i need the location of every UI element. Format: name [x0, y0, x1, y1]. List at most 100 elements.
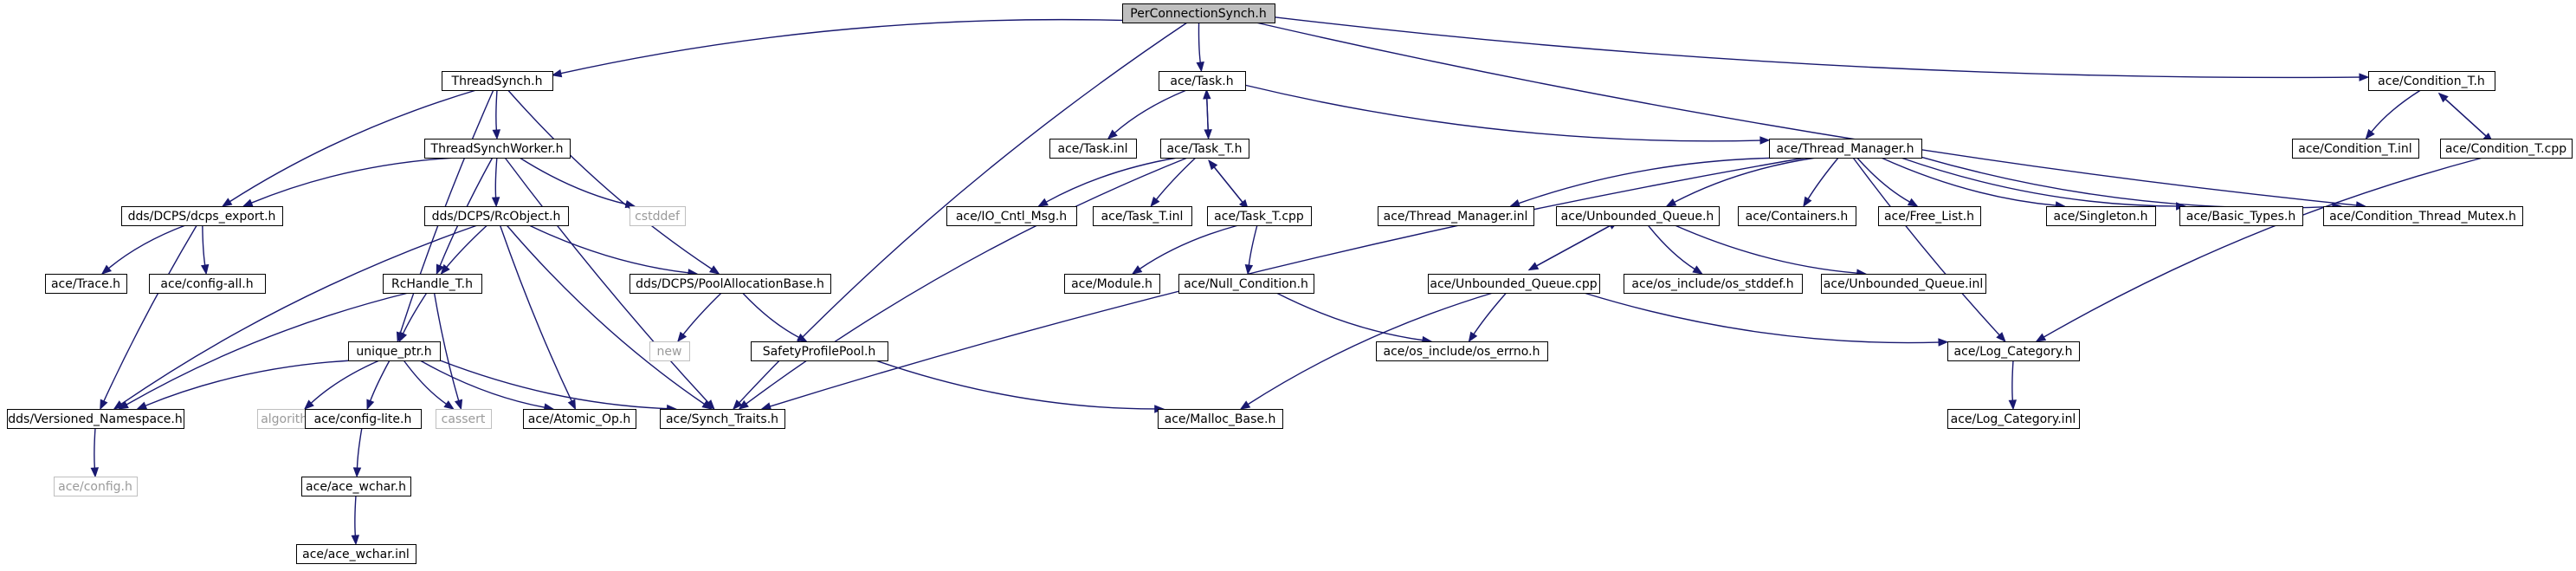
node-box — [305, 409, 422, 429]
edge-line — [1213, 166, 1249, 210]
node-trace[interactable]: ace/Trace.h — [45, 274, 127, 294]
edge-unique_ptr-to-atomic_op — [419, 360, 555, 412]
node-box — [149, 274, 266, 294]
node-task-t-h[interactable]: ace/Task_T.h — [1160, 139, 1249, 159]
node-null-cond[interactable]: ace/Null_Condition.h — [1178, 274, 1314, 294]
edge-line — [519, 157, 627, 205]
edge-line — [1528, 224, 1611, 271]
node-tm-inl[interactable]: ace/Thread_Manager.inl — [1378, 206, 1534, 226]
node-config-all[interactable]: ace/config-all.h — [149, 274, 266, 294]
node-rcobject[interactable]: dds/DCPS/RcObject.h — [424, 206, 569, 226]
node-containers[interactable]: ace/Containers.h — [1738, 206, 1856, 226]
node-module[interactable]: ace/Module.h — [1064, 274, 1160, 294]
node-cond-t-cpp[interactable]: ace/Condition_T.cpp — [2440, 139, 2573, 159]
node-label: ace/Condition_Thread_Mutex.h — [2329, 210, 2516, 224]
edge-line — [1674, 157, 1817, 204]
node-box — [348, 341, 441, 361]
edge-task_t_h-to-iocntl — [1037, 157, 1178, 207]
edge-arrowhead — [351, 535, 360, 546]
node-box — [629, 274, 831, 294]
edge-arrowhead — [1107, 129, 1118, 140]
edge-line — [251, 157, 455, 204]
edge-threadsynch-to-dcps_export — [221, 89, 477, 207]
node-ace-wchar-h[interactable]: ace/ace_wchar.h — [301, 477, 411, 496]
node-malloc-base[interactable]: ace/Malloc_Base.h — [1158, 409, 1283, 429]
node-cond-t-h[interactable]: ace/Condition_T.h — [2368, 71, 2495, 91]
node-unb-q-inl[interactable]: ace/Unbounded_Queue.inl — [1821, 274, 1986, 294]
edge-line — [507, 89, 713, 270]
node-box — [1769, 139, 1922, 159]
edge-unb_q_h-to-os_stddef — [1647, 224, 1703, 275]
edge-arrowhead — [701, 400, 713, 410]
edge-arrowhead — [118, 400, 129, 410]
edge-line — [495, 89, 498, 131]
node-label: ace/Task_T.cpp — [1214, 210, 1304, 224]
node-ace-wchar-inl[interactable]: ace/ace_wchar.inl — [296, 544, 416, 564]
edge-arrowhead — [733, 399, 743, 410]
edge-arrowhead — [1239, 400, 1251, 410]
edge-arrowhead — [708, 265, 720, 275]
node-poolalloc[interactable]: dds/DCPS/PoolAllocationBase.h — [629, 274, 831, 294]
node-os-stddef[interactable]: ace/os_include/os_stddef.h — [1624, 274, 1803, 294]
node-ctm[interactable]: ace/Condition_Thread_Mutex.h — [2323, 206, 2523, 226]
node-rchandle[interactable]: RcHandle_T.h — [383, 274, 482, 294]
edge-arrowhead — [200, 263, 210, 276]
node-unb-q-h[interactable]: ace/Unbounded_Queue.h — [1556, 206, 1720, 226]
node-label: ace/Trace.h — [51, 277, 120, 291]
node-log-cat-inl[interactable]: ace/Log_Category.inl — [1947, 409, 2080, 429]
edge-thread_mgr-to-free_list — [1856, 157, 1919, 207]
node-sppool[interactable]: SafetyProfilePool.h — [751, 341, 888, 361]
node-label: ace/Task.h — [1170, 75, 1233, 88]
edge-arrowhead — [1196, 62, 1204, 73]
edge-unb_q_cpp-to-unb_q_h — [1528, 220, 1619, 271]
node-synch-traits[interactable]: ace/Synch_Traits.h — [660, 409, 785, 429]
node-new: new — [649, 341, 690, 361]
node-versioned-ns[interactable]: dds/Versioned_Namespace.h — [7, 409, 184, 429]
edge-line — [2444, 98, 2493, 143]
node-box — [296, 544, 416, 564]
node-unb-q-cpp[interactable]: ace/Unbounded_Queue.cpp — [1428, 274, 1600, 294]
node-label: ace/Unbounded_Queue.h — [1561, 210, 1714, 224]
node-unique-ptr[interactable]: unique_ptr.h — [348, 341, 441, 361]
node-os-errno[interactable]: ace/os_include/os_errno.h — [1376, 341, 1548, 361]
edge-line — [742, 292, 799, 338]
edge-rchandle-to-cassert — [433, 292, 463, 411]
node-singleton[interactable]: ace/Singleton.h — [2046, 206, 2156, 226]
node-iocntl[interactable]: ace/IO_Cntl_Msg.h — [946, 206, 1077, 226]
node-tsworker[interactable]: ThreadSynchWorker.h — [424, 139, 571, 159]
node-task-h[interactable]: ace/Task.h — [1159, 71, 1246, 91]
edge-threadsynch-to-poolalloc — [507, 89, 720, 275]
edge-task_t_h-to-synch_traits — [738, 157, 1188, 410]
node-threadsynch[interactable]: ThreadSynch.h — [442, 71, 553, 91]
node-box — [946, 206, 1077, 226]
node-task-t-inl[interactable]: ace/Task_T.inl — [1093, 206, 1192, 226]
edge-line — [2371, 89, 2421, 133]
node-free-list[interactable]: ace/Free_List.h — [1878, 206, 1981, 226]
node-config-lite[interactable]: ace/config-lite.h — [305, 409, 422, 429]
edge-arrowhead — [398, 331, 408, 343]
node-box — [1376, 341, 1548, 361]
edge-line — [126, 292, 409, 406]
edge-line — [494, 157, 498, 198]
node-thread-mgr[interactable]: ace/Thread_Manager.h — [1769, 139, 1922, 159]
node-basic-types[interactable]: ace/Basic_Types.h — [2179, 206, 2303, 226]
node-task-inl[interactable]: ace/Task.inl — [1049, 139, 1137, 159]
node-cond-t-inl[interactable]: ace/Condition_T.inl — [2292, 139, 2419, 159]
edge-arrowhead — [1203, 88, 1211, 100]
node-dcps-export[interactable]: dds/DCPS/dcps_export.h — [121, 206, 283, 226]
edge-unique_ptr-to-versioned_ns — [136, 360, 352, 410]
node-task-t-cpp[interactable]: ace/Task_T.cpp — [1207, 206, 1312, 226]
node-label: ace/Thread_Manager.inl — [1384, 210, 1528, 224]
node-box — [1821, 274, 1986, 294]
edge-sppool-to-malloc_base — [875, 360, 1165, 413]
node-box — [660, 409, 785, 429]
edge-rcobject-to-atomic_op — [499, 224, 577, 411]
edge-arrowhead — [436, 263, 444, 276]
node-atomic-op[interactable]: ace/Atomic_Op.h — [523, 409, 636, 429]
edge-arrowhead — [2365, 128, 2375, 140]
node-log-cat[interactable]: ace/Log_Category.h — [1947, 341, 2080, 361]
edge-arrowhead — [2437, 92, 2449, 103]
node-cstddef: cstddef — [629, 206, 686, 226]
node-box — [2440, 139, 2573, 159]
edge-line — [770, 157, 1806, 407]
